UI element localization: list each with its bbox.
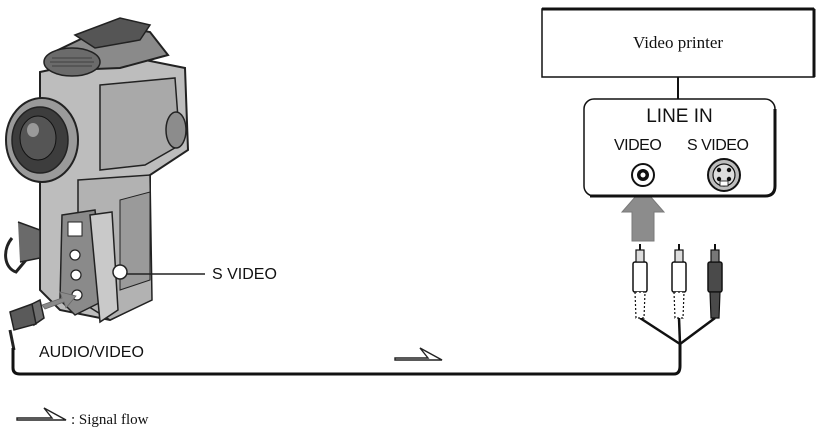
rca-jack-icon (631, 163, 655, 187)
av-cable (11, 344, 682, 376)
signal-flow-arrow-icon (394, 347, 443, 361)
line-in-label: LINE IN (646, 106, 713, 127)
svideo-callout-label: S VIDEO (212, 266, 277, 283)
video-jack-label: VIDEO (614, 137, 662, 154)
printer-title: Video printer (632, 33, 724, 52)
av-minijack-plug (8, 298, 45, 351)
legend-signal-flow-arrow-icon (16, 407, 67, 421)
up-arrow-icon (620, 187, 666, 242)
signal-flow-legend-label: : Signal flow (71, 412, 149, 428)
rca-plug-icon (632, 244, 723, 346)
av-callout-label: AUDIO/VIDEO (39, 344, 144, 361)
svideo-jack-label: S VIDEO (687, 137, 749, 154)
camcorder-icon (4, 17, 190, 324)
insert-arrow-icon (41, 291, 77, 310)
svideo-jack-icon (707, 158, 741, 192)
